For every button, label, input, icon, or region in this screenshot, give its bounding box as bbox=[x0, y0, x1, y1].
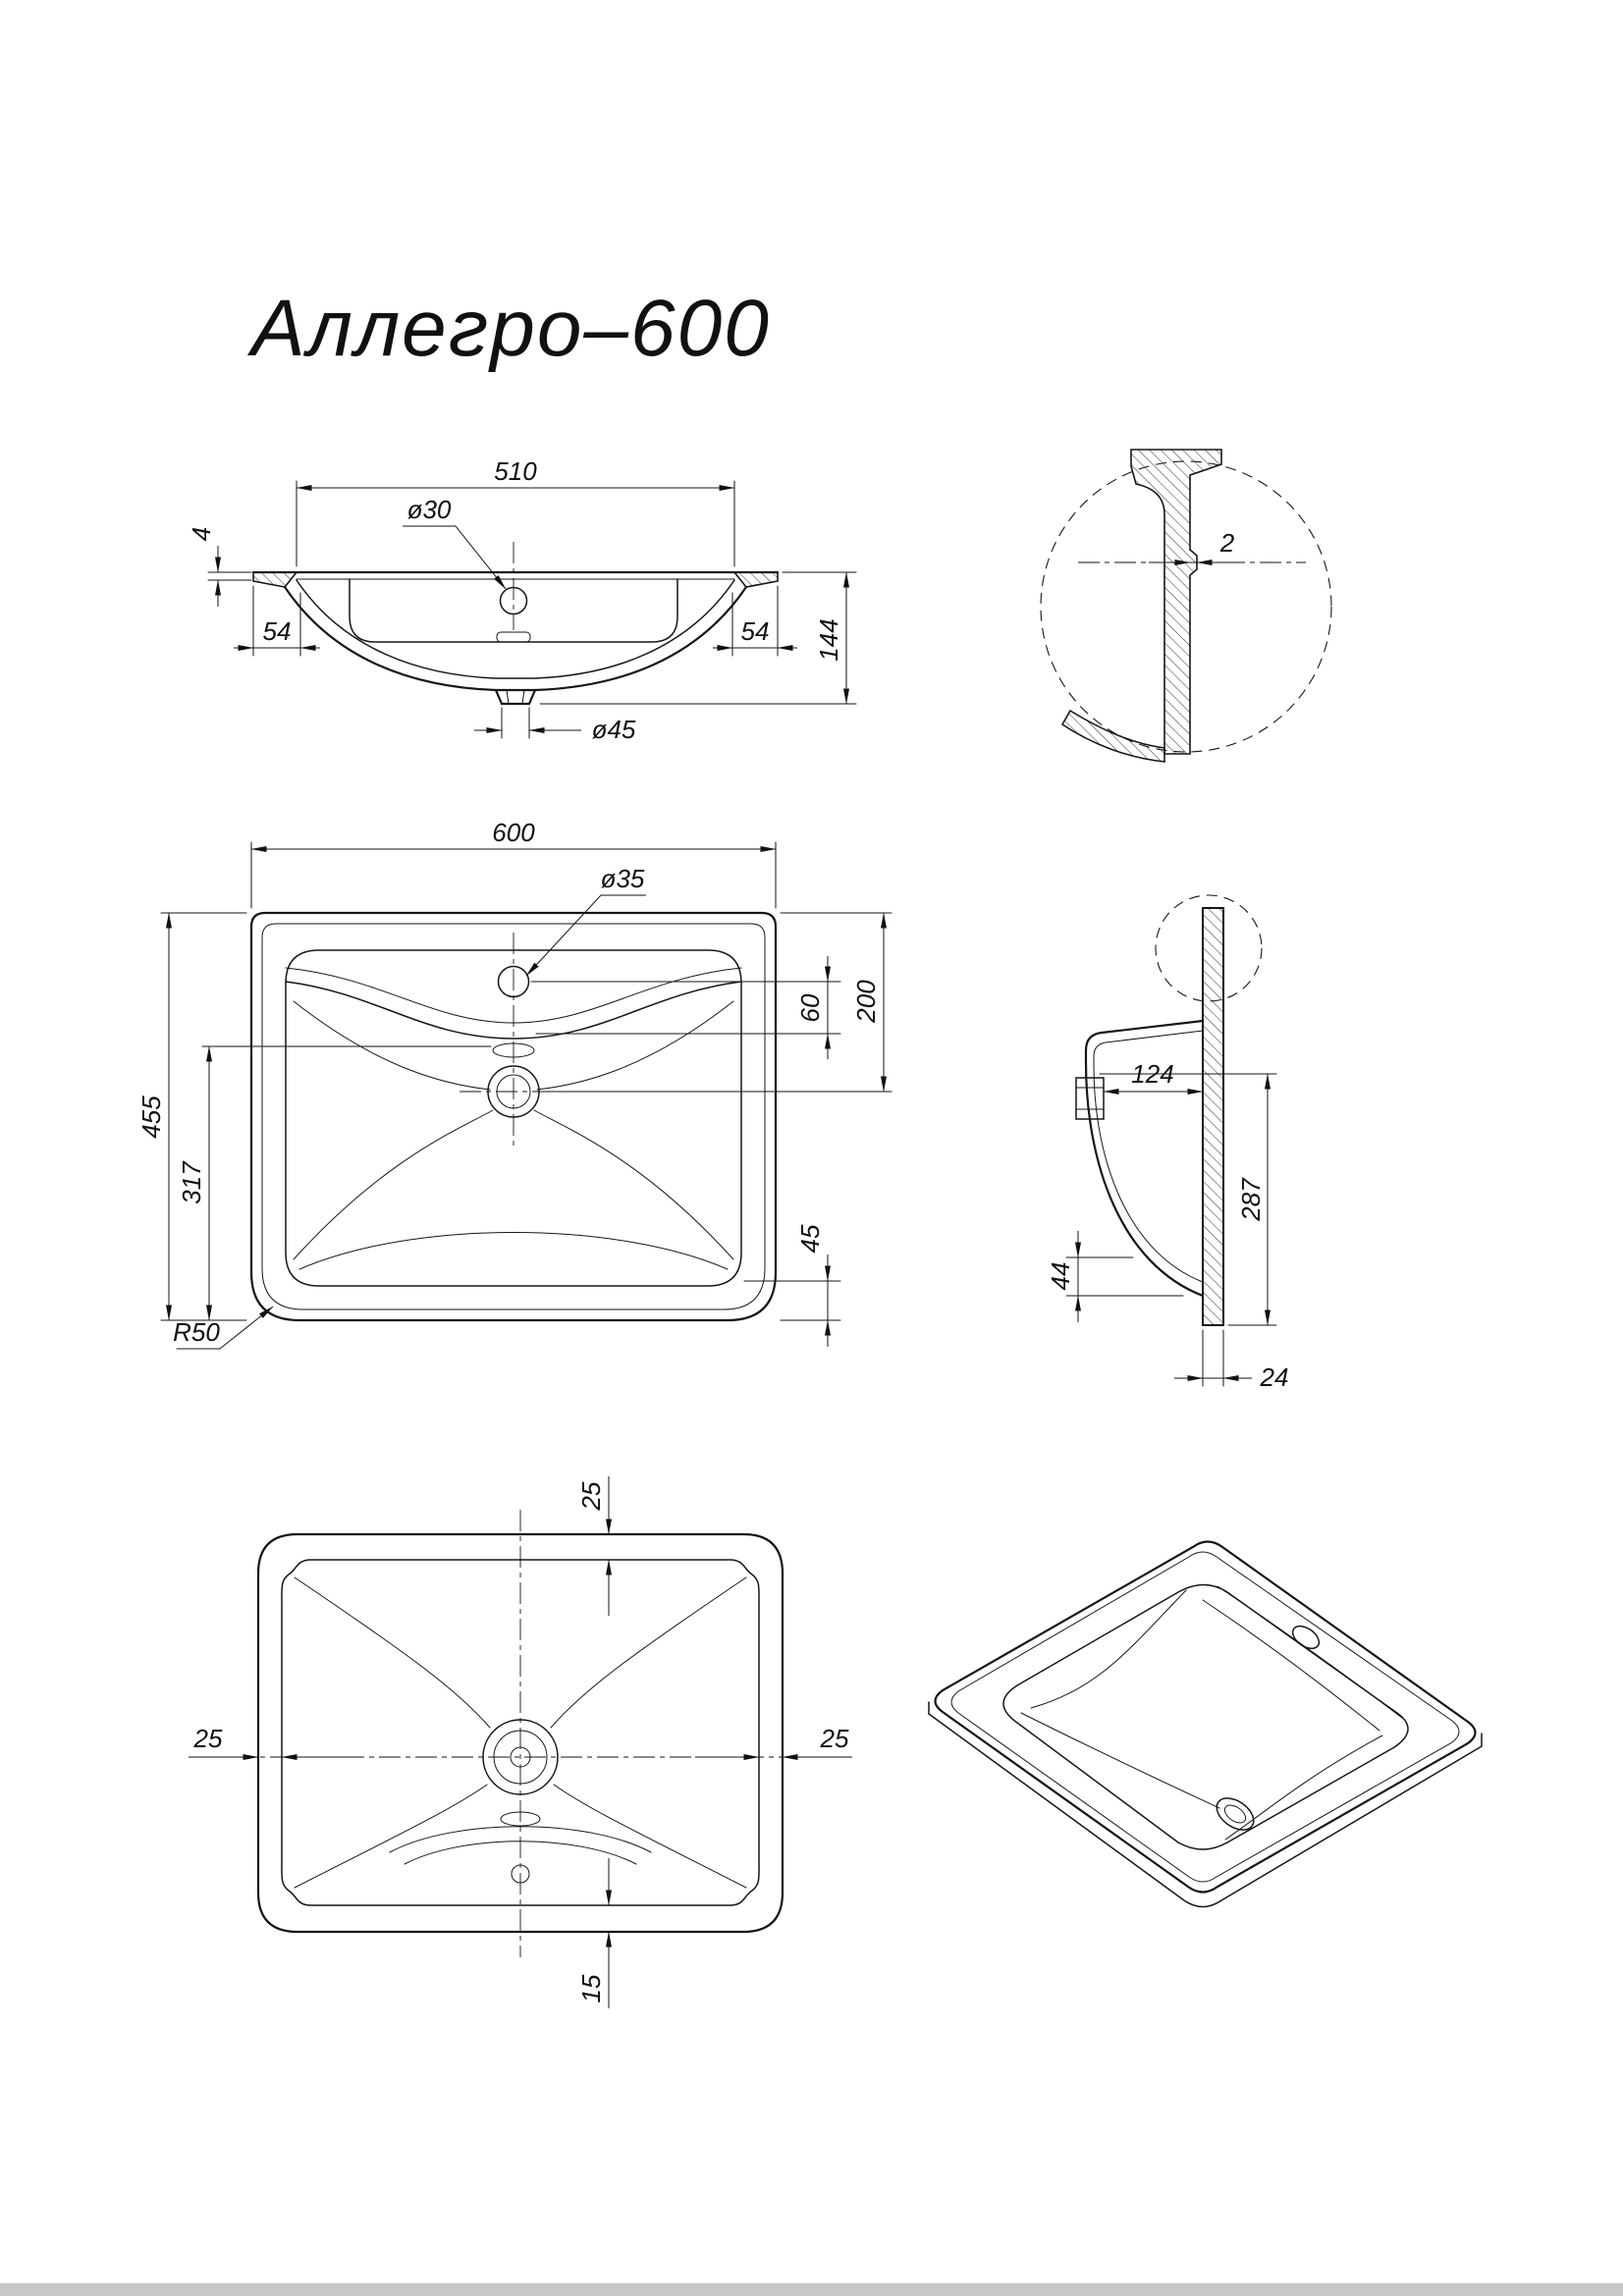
dim-d30: ø30 bbox=[403, 495, 507, 590]
dim-54-left-label: 54 bbox=[263, 616, 292, 646]
bottom-inner-outline bbox=[281, 1559, 760, 1906]
shelf-edge-outer bbox=[285, 981, 742, 1040]
dim-455: 455 bbox=[136, 912, 247, 1321]
dim-24-label: 24 bbox=[1260, 1362, 1289, 1392]
bowl-wall-section bbox=[1060, 709, 1165, 763]
basin-opening bbox=[285, 949, 742, 1287]
dim-4-label: 4 bbox=[187, 527, 216, 541]
rim-section-left bbox=[252, 571, 298, 588]
dim-d30-label: ø30 bbox=[407, 495, 452, 524]
plan-rim-inner bbox=[261, 923, 766, 1310]
side-view: 124 287 44 24 bbox=[1046, 894, 1289, 1392]
dim-287: 287 bbox=[1099, 1073, 1277, 1326]
plan-view: 600 ø35 455 317 60 bbox=[136, 818, 893, 1350]
rim-section-right bbox=[732, 571, 779, 588]
rim-lip-section bbox=[1130, 449, 1222, 755]
dim-15-label: 15 bbox=[576, 1974, 606, 2002]
overflow-slot-front bbox=[496, 631, 531, 643]
detail-view: 2 bbox=[1040, 449, 1332, 763]
dim-510-label: 510 bbox=[494, 456, 537, 486]
iso-inner-rim bbox=[950, 1551, 1460, 1883]
isometric-view bbox=[928, 1540, 1483, 1908]
dim-25-top: 25 bbox=[576, 1476, 612, 1616]
dim-25-top-label: 25 bbox=[576, 1481, 606, 1511]
detail-indicator-circle bbox=[1155, 894, 1263, 1002]
iso-faucet-hole bbox=[1291, 1625, 1321, 1650]
dim-455-label: 455 bbox=[136, 1095, 166, 1139]
bottom-view: 25 25 25 15 bbox=[189, 1476, 852, 2008]
dim-144: 144 bbox=[539, 571, 857, 705]
dim-d45-label: ø45 bbox=[592, 715, 636, 744]
drain-outlet-side bbox=[1075, 1077, 1105, 1120]
dim-15: 15 bbox=[576, 1858, 612, 2008]
basin-inner-curve bbox=[296, 579, 735, 679]
dim-24: 24 bbox=[1174, 1329, 1289, 1392]
iso-outer-rim bbox=[934, 1540, 1477, 1894]
dim-54-right: 54 bbox=[713, 585, 797, 657]
page-edge bbox=[0, 2283, 1623, 2296]
plan-outer-edge bbox=[249, 911, 778, 1322]
dim-200-label: 200 bbox=[851, 980, 881, 1024]
drain-front bbox=[494, 688, 537, 706]
bottom-outer-edge bbox=[256, 1532, 784, 1934]
dim-d35: ø35 bbox=[525, 864, 646, 977]
iso-basin-opening bbox=[1002, 1583, 1409, 1850]
dim-45: 45 bbox=[743, 1224, 841, 1347]
dim-r50-label: R50 bbox=[173, 1317, 220, 1347]
dim-600: 600 bbox=[250, 818, 777, 909]
drawing-title: Аллегро–600 bbox=[246, 284, 771, 373]
basin-outer-curve bbox=[283, 585, 748, 692]
dim-d35-label: ø35 bbox=[601, 864, 645, 893]
dim-44: 44 bbox=[1046, 1231, 1184, 1322]
dim-45-label: 45 bbox=[795, 1224, 825, 1253]
dim-4: 4 bbox=[187, 527, 252, 607]
dim-60: 60 bbox=[530, 956, 841, 1059]
dim-317: 317 bbox=[177, 1045, 492, 1321]
dim-200: 200 bbox=[540, 912, 893, 1093]
front-view: 510 ø30 4 54 bbox=[187, 456, 857, 744]
iso-drain bbox=[1216, 1797, 1255, 1831]
dim-r50: R50 bbox=[173, 1306, 274, 1350]
iso-shelf-edge bbox=[1217, 1585, 1403, 1719]
dim-600-label: 600 bbox=[492, 818, 535, 847]
bowl-inner-profile bbox=[1093, 1030, 1204, 1283]
dim-2-label: 2 bbox=[1219, 528, 1235, 558]
dim-2: 2 bbox=[1149, 528, 1243, 565]
dim-25-right-label: 25 bbox=[820, 1724, 849, 1753]
dim-124: 124 bbox=[1103, 1059, 1204, 1095]
dim-287-label: 287 bbox=[1236, 1177, 1266, 1222]
dim-25-left: 25 bbox=[189, 1724, 346, 1760]
detail-circle bbox=[1040, 460, 1332, 753]
dim-317-label: 317 bbox=[177, 1160, 206, 1204]
dim-25-left-label: 25 bbox=[193, 1724, 223, 1753]
dim-44-label: 44 bbox=[1046, 1262, 1075, 1291]
dim-510: 510 bbox=[296, 456, 735, 567]
dim-d45: ø45 bbox=[474, 707, 636, 744]
dim-60-label: 60 bbox=[795, 993, 825, 1022]
dim-54-right-label: 54 bbox=[741, 616, 770, 646]
bowl-outer-profile bbox=[1084, 1019, 1205, 1298]
dim-54-left: 54 bbox=[234, 585, 320, 657]
dim-144-label: 144 bbox=[814, 618, 843, 661]
back-wall-section bbox=[1202, 907, 1224, 1326]
dim-25-right: 25 bbox=[695, 1724, 852, 1760]
iso-body-thickness bbox=[928, 1713, 1483, 1908]
